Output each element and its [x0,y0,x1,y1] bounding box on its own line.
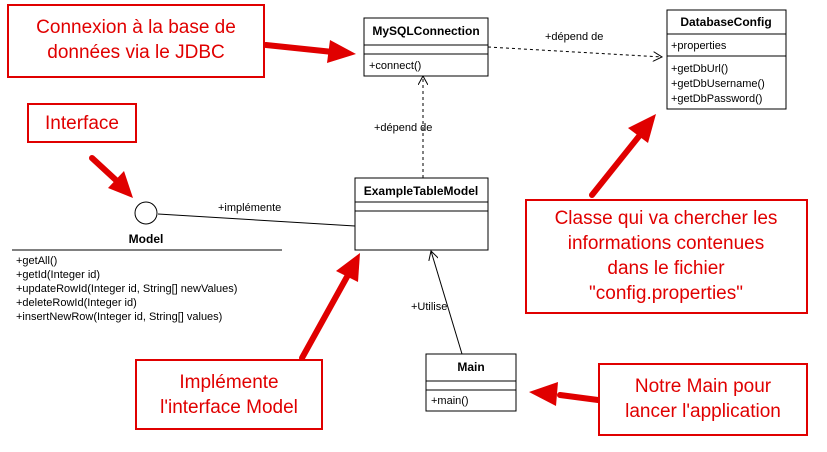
interface-name: Model [129,232,164,246]
arrow-head-icon [529,382,558,406]
method: +main() [431,395,469,407]
interface-method: +deleteRowId(Integer id) [16,297,137,309]
svg-text:Connexion à la base de: Connexion à la base de [36,17,236,38]
annotation-arrow-main [557,392,601,403]
arrow-head-icon [336,253,360,282]
arrow-head-icon [327,40,356,63]
arrow-head-icon [628,114,656,143]
annotation-jdbc: Connexion à la base de données via le JD… [7,4,265,78]
class-exampletablemodel[interactable]: ExampleTableModel [354,177,489,251]
interface-model[interactable]: Model +getAll() +getId(Integer id) +upda… [12,201,282,323]
class-name: MySQLConnection [372,24,479,38]
svg-text:informations contenues: informations contenues [568,233,764,254]
method: +getDbUrl() [671,63,728,75]
depends-arrow-dbconfig [487,46,662,57]
svg-text:l'interface Model: l'interface Model [160,397,298,418]
interface-method: +getId(Integer id) [16,269,100,281]
class-databaseconfig[interactable]: DatabaseConfig +properties +getDbUrl() +… [666,9,787,110]
arrow-head-icon [108,171,133,198]
class-main[interactable]: Main +main() [425,353,517,412]
uses-arrow [431,251,463,355]
svg-text:Interface: Interface [45,113,119,134]
annotation-arrow-implements [299,272,351,361]
depends-label-mysql: +dépend de [374,122,432,134]
svg-text:Notre Main pour: Notre Main pour [635,376,772,397]
svg-text:Implémente: Implémente [179,372,278,393]
class-name: DatabaseConfig [680,15,771,29]
annotation-arrow-interface [89,155,121,185]
interface-circle-icon [134,201,158,225]
svg-text:lancer l'application: lancer l'application [625,401,781,422]
depends-label-dbconfig: +dépend de [545,31,603,43]
implements-label: +implémente [218,202,281,214]
interface-method: +insertNewRow(Integer id, String[] value… [16,311,222,323]
class-name: ExampleTableModel [364,184,478,198]
interface-method: +updateRowId(Integer id, String[] newVal… [16,283,237,295]
svg-text:dans le fichier: dans le fichier [607,258,725,279]
attribute: +properties [671,40,727,52]
class-mysqlconnection[interactable]: MySQLConnection +connect() [363,17,489,77]
annotation-interface: Interface [27,103,137,143]
method: +connect() [369,60,421,72]
method: +getDbUsername() [671,78,765,90]
annotation-implements: Implémente l'interface Model [135,359,323,430]
annotation-arrow-jdbc [263,42,336,55]
svg-text:données via le JDBC: données via le JDBC [47,42,224,63]
annotation-arrow-config [589,132,643,198]
method: +getDbPassword() [671,93,762,105]
class-name: Main [457,360,484,374]
uses-label: +Utilise [411,301,447,313]
svg-text:"config.properties": "config.properties" [589,283,743,304]
svg-text:Classe qui va chercher les: Classe qui va chercher les [555,208,778,229]
annotation-main: Notre Main pour lancer l'application [598,363,808,436]
annotation-config: Classe qui va chercher les informations … [525,199,808,314]
interface-method: +getAll() [16,255,57,267]
implements-line [157,213,356,227]
